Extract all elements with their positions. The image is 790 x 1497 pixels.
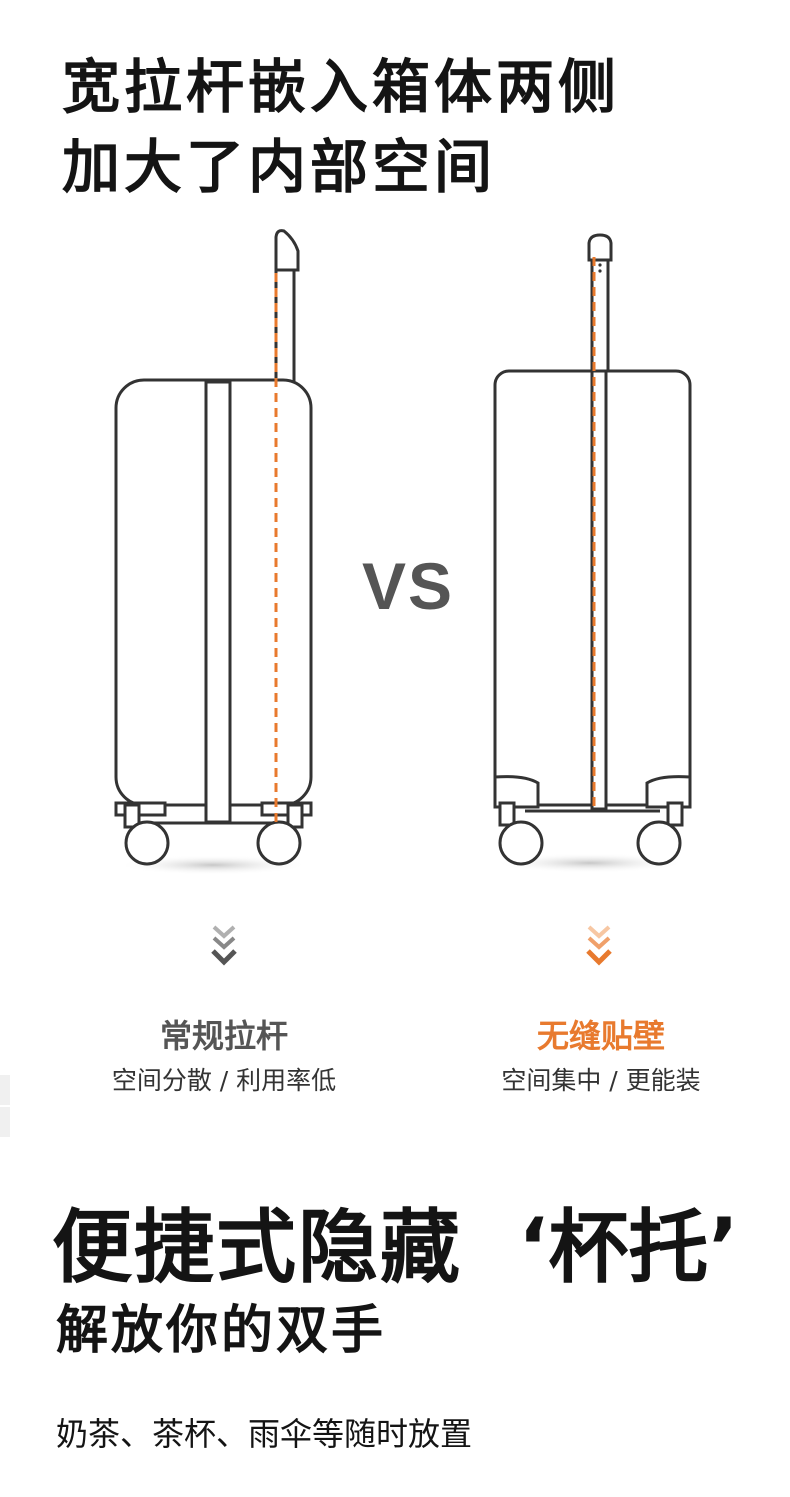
conventional-suitcase-illustration: [114, 229, 313, 875]
handle-dot: [598, 263, 602, 267]
feature-title: 便捷式隐藏: [52, 1201, 462, 1294]
chevron-down-icon: [211, 925, 237, 966]
edge-decoration: [0, 1075, 10, 1137]
headline-line-2: 加大了内部空间: [62, 133, 497, 201]
feature-subtitle: 解放你的双手: [56, 1301, 387, 1361]
conventional-handle-subtitle: 空间分散 / 利用率低: [111, 1066, 337, 1095]
chevron-down-icon: [586, 925, 612, 966]
handle-dot: [598, 269, 602, 273]
suitcase-comparison-diagram: [114, 229, 692, 966]
feature-description: 奶茶、茶杯、雨伞等随时放置: [56, 1415, 473, 1453]
embedded-handle-suitcase-illustration: [493, 233, 692, 873]
vs-label: VS: [362, 549, 455, 623]
headline-line-1: 宽拉杆嵌入箱体两侧: [62, 53, 621, 121]
conventional-handle-title: 常规拉杆: [159, 1017, 288, 1055]
seamless-handle-subtitle: 空间集中 / 更能装: [501, 1066, 701, 1095]
feature-quoted-term: ‘杯托’: [518, 1201, 739, 1294]
seamless-handle-title: 无缝贴壁: [536, 1017, 665, 1055]
